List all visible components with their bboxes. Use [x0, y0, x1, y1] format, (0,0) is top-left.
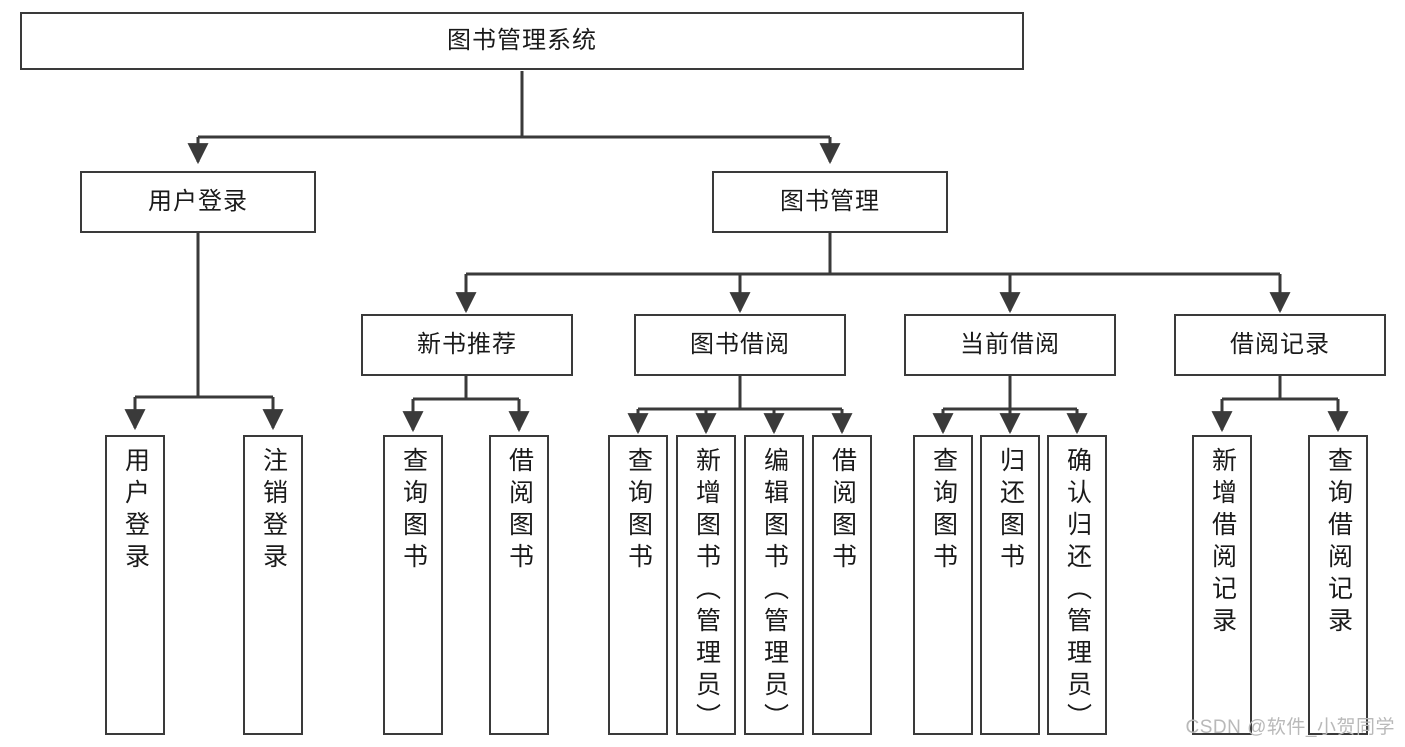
node-book-management-label: 图书管理 [780, 188, 880, 215]
node-leaf-edit-book-label: 编辑图书（管理员） [760, 447, 789, 735]
node-book-management[interactable]: 图书管理 [712, 171, 948, 233]
node-borrow-record[interactable]: 借阅记录 [1174, 314, 1386, 376]
node-leaf-user-login-label: 用户登录 [121, 447, 150, 575]
node-leaf-confirm-return-label: 确认归还（管理员） [1063, 447, 1092, 735]
node-leaf-query-book-2[interactable]: 查询图书 [608, 435, 668, 735]
node-user-login-label: 用户登录 [148, 188, 248, 215]
node-leaf-user-logout-label: 注销登录 [259, 447, 288, 575]
node-current-borrow-label: 当前借阅 [960, 331, 1060, 358]
node-root[interactable]: 图书管理系统 [20, 12, 1024, 70]
node-root-label: 图书管理系统 [447, 27, 597, 54]
node-current-borrow[interactable]: 当前借阅 [904, 314, 1116, 376]
node-borrow-record-label: 借阅记录 [1230, 331, 1330, 358]
node-leaf-query-book-1-label: 查询图书 [399, 447, 428, 575]
node-leaf-user-login[interactable]: 用户登录 [105, 435, 165, 735]
node-leaf-add-record-label: 新增借阅记录 [1208, 447, 1237, 639]
node-leaf-query-book-2-label: 查询图书 [624, 447, 653, 575]
node-leaf-borrow-book-1-label: 借阅图书 [505, 447, 534, 575]
node-new-book-recommend-label: 新书推荐 [417, 331, 517, 358]
node-leaf-query-book-1[interactable]: 查询图书 [383, 435, 443, 735]
node-book-borrow[interactable]: 图书借阅 [634, 314, 846, 376]
node-leaf-return-book-label: 归还图书 [996, 447, 1025, 575]
node-leaf-borrow-book-2[interactable]: 借阅图书 [812, 435, 872, 735]
node-leaf-add-book-label: 新增图书（管理员） [692, 447, 721, 735]
node-book-borrow-label: 图书借阅 [690, 331, 790, 358]
node-leaf-query-record-label: 查询借阅记录 [1324, 447, 1353, 639]
node-leaf-borrow-book-1[interactable]: 借阅图书 [489, 435, 549, 735]
node-leaf-query-book-3[interactable]: 查询图书 [913, 435, 973, 735]
node-leaf-query-record[interactable]: 查询借阅记录 [1308, 435, 1368, 735]
node-leaf-user-logout[interactable]: 注销登录 [243, 435, 303, 735]
node-leaf-query-book-3-label: 查询图书 [929, 447, 958, 575]
csdn-watermark: CSDN @软件_小贺同学 [1185, 717, 1395, 738]
node-new-book-recommend[interactable]: 新书推荐 [361, 314, 573, 376]
node-leaf-add-record[interactable]: 新增借阅记录 [1192, 435, 1252, 735]
node-user-login[interactable]: 用户登录 [80, 171, 316, 233]
node-leaf-add-book[interactable]: 新增图书（管理员） [676, 435, 736, 735]
node-leaf-return-book[interactable]: 归还图书 [980, 435, 1040, 735]
node-leaf-edit-book[interactable]: 编辑图书（管理员） [744, 435, 804, 735]
node-leaf-borrow-book-2-label: 借阅图书 [828, 447, 857, 575]
node-leaf-confirm-return[interactable]: 确认归还（管理员） [1047, 435, 1107, 735]
